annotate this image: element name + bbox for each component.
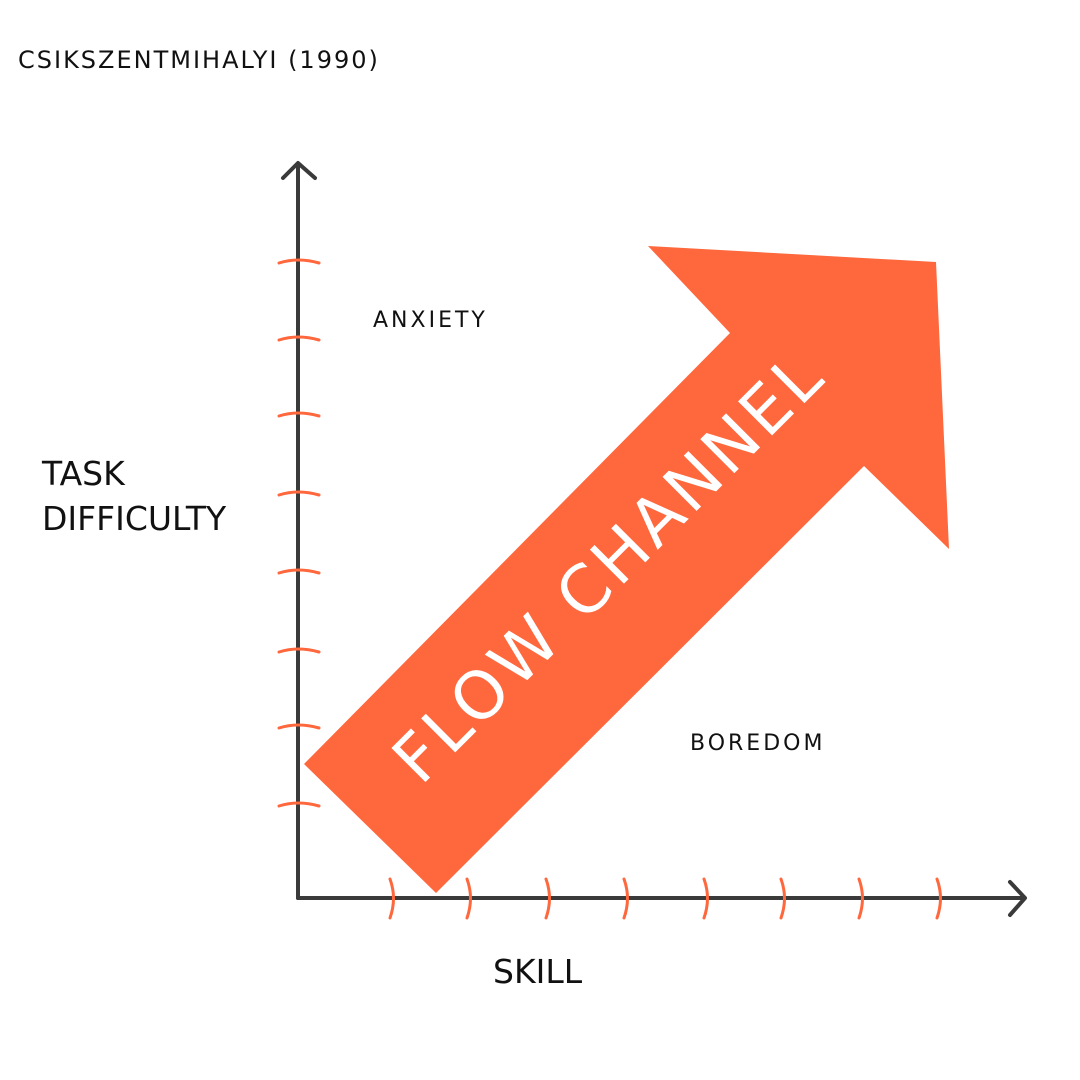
x-tick [857, 877, 864, 920]
y-tick [277, 490, 321, 497]
x-tick [388, 877, 395, 920]
y-axis-title-line-2: DIFFICULTY [42, 499, 227, 538]
y-tick [277, 258, 321, 265]
y-tick [277, 723, 321, 730]
x-axis-title: SKILL [493, 952, 583, 991]
x-tick [935, 877, 942, 920]
x-tick [465, 877, 472, 920]
citation-text: CSIKSZENTMIHALYI (1990) [18, 46, 380, 74]
y-tick [277, 801, 321, 808]
x-tick [702, 877, 709, 920]
y-axis-arrow-head-icon [281, 161, 317, 180]
x-tick [779, 877, 786, 920]
flow-channel-arrow [304, 246, 949, 893]
y-tick [277, 335, 321, 342]
boredom-region-label: BOREDOM [690, 731, 825, 756]
x-tick [622, 877, 629, 920]
flow-channel-label: FLOW CHANNEL [378, 336, 840, 798]
y-axis-ticks [277, 258, 321, 808]
x-axis-arrow-head-icon [1008, 880, 1027, 917]
anxiety-region-label: ANXIETY [373, 308, 488, 333]
y-axis-title: TASK DIFFICULTY [41, 454, 227, 538]
y-tick [277, 568, 321, 575]
x-axis-ticks [388, 877, 942, 920]
x-tick [544, 877, 551, 920]
y-tick [277, 411, 321, 418]
y-axis-title-line-1: TASK [41, 454, 126, 493]
y-tick [277, 647, 321, 654]
